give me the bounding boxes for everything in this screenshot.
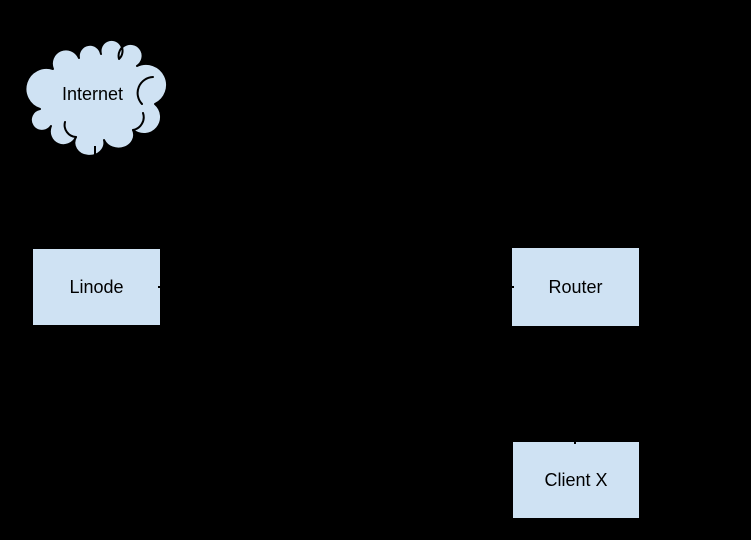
edge-internet-linode xyxy=(94,146,96,248)
router-label: Router xyxy=(548,276,603,297)
node-internet: Internet xyxy=(24,38,168,157)
node-linode: Linode xyxy=(32,248,161,326)
internet-cloud-shape xyxy=(24,38,168,157)
node-router: Router xyxy=(511,247,640,327)
node-client-x: Client X xyxy=(512,441,640,519)
edge-linode-router xyxy=(158,286,514,288)
client-x-label: Client X xyxy=(544,469,608,490)
linode-label: Linode xyxy=(69,276,124,297)
edge-router-clientx xyxy=(574,327,576,444)
